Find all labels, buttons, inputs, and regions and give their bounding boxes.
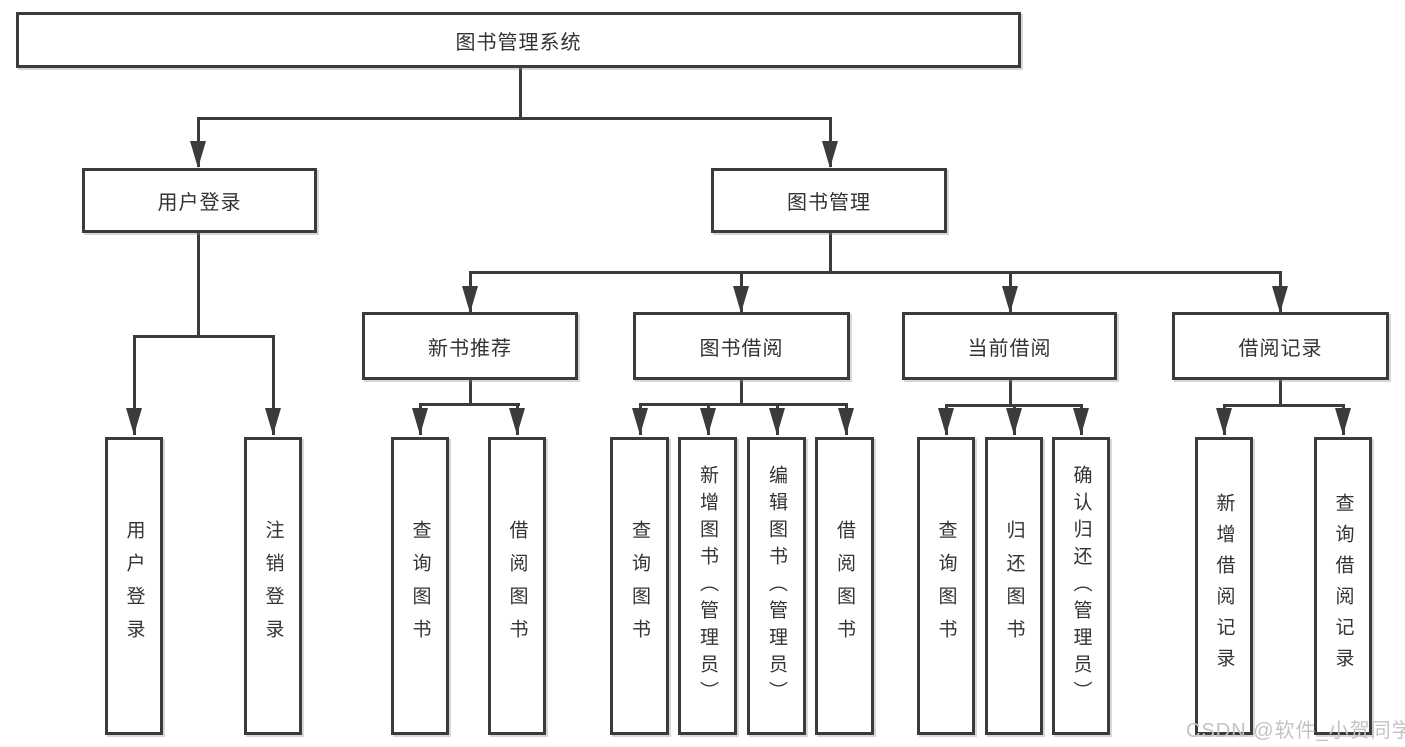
connector-level3 <box>468 271 1282 274</box>
arrow-down-icon <box>733 286 749 313</box>
leaf-borrow-books: 借阅图书 <box>488 437 546 735</box>
leaf-return-books: 归还图书 <box>985 437 1043 735</box>
arrow-down-icon <box>632 408 648 435</box>
connector-module-down <box>1008 380 1012 407</box>
arrow-down-icon <box>938 408 954 435</box>
arrow-down-icon <box>1272 286 1288 313</box>
leaf-label: 用户登录 <box>123 520 145 652</box>
arrow-down-icon <box>126 408 142 435</box>
node-label: 用户登录 <box>157 192 242 214</box>
leaf-label: 归还图书 <box>1003 520 1025 652</box>
leaf-user-login: 用户登录 <box>105 437 163 735</box>
arrow-down-icon <box>412 408 428 435</box>
leaf-label: 编辑图书（管理员） <box>766 464 787 708</box>
leaf-query-books: 查询图书 <box>391 437 449 735</box>
connector-drop <box>271 335 275 435</box>
connector-root-down <box>518 66 522 119</box>
arrow-down-icon <box>1002 286 1018 313</box>
leaf-label: 查询借阅记录 <box>1332 493 1354 679</box>
node-current-borrow: 当前借阅 <box>902 312 1117 380</box>
node-book-management: 图书管理 <box>711 168 947 233</box>
connector-login-children <box>132 335 275 338</box>
leaf-label: 确认归还（管理员） <box>1070 464 1092 708</box>
arrow-down-icon <box>1006 408 1022 435</box>
node-new-book-recommend: 新书推荐 <box>362 312 578 380</box>
leaf-add-books-admin: 新增图书（管理员） <box>678 437 737 735</box>
connector-module-children <box>1222 404 1345 407</box>
connector-module-down <box>1278 380 1282 407</box>
node-label: 图书借阅 <box>699 337 784 360</box>
arrow-down-icon <box>509 408 525 435</box>
connector-module-down <box>468 380 472 406</box>
node-borrow-records: 借阅记录 <box>1172 312 1389 380</box>
leaf-logout: 注销登录 <box>244 437 302 735</box>
leaf-borrow-books: 借阅图书 <box>815 437 874 735</box>
node-label: 图书管理系统 <box>455 31 582 54</box>
node-label: 图书管理 <box>787 192 871 214</box>
leaf-label: 注销登录 <box>262 520 284 652</box>
node-user-login: 用户登录 <box>82 168 317 233</box>
arrow-down-icon <box>1335 408 1351 435</box>
connector-module-children <box>418 403 520 406</box>
leaf-label: 新增图书（管理员） <box>697 464 718 708</box>
arrow-down-icon <box>769 408 785 435</box>
node-book-borrow: 图书借阅 <box>633 312 850 380</box>
leaf-query-books: 查询图书 <box>917 437 975 735</box>
leaf-query-borrow-record: 查询借阅记录 <box>1314 437 1372 735</box>
arrow-down-icon <box>1216 408 1232 435</box>
node-root: 图书管理系统 <box>16 12 1021 68</box>
arrow-down-icon <box>700 408 716 435</box>
connector-level2 <box>196 117 832 120</box>
connector-module-down <box>739 380 743 406</box>
leaf-query-books: 查询图书 <box>610 437 669 735</box>
connector-manage-down <box>828 233 832 273</box>
arrow-down-icon <box>822 141 838 168</box>
arrow-down-icon <box>838 408 854 435</box>
leaf-label: 借阅图书 <box>506 520 528 652</box>
connector-module-children <box>638 403 848 406</box>
leaf-label: 查询图书 <box>629 520 650 652</box>
leaf-add-borrow-record: 新增借阅记录 <box>1195 437 1253 735</box>
leaf-label: 查询图书 <box>935 520 957 652</box>
arrow-down-icon <box>462 286 478 313</box>
arrow-down-icon <box>265 408 281 435</box>
leaf-label: 借阅图书 <box>834 520 855 652</box>
leaf-edit-books-admin: 编辑图书（管理员） <box>747 437 806 735</box>
leaf-label: 查询图书 <box>409 520 431 652</box>
arrow-down-icon <box>190 141 206 168</box>
leaf-confirm-return-admin: 确认归还（管理员） <box>1052 437 1110 735</box>
leaf-label: 新增借阅记录 <box>1213 493 1235 679</box>
node-label: 借阅记录 <box>1238 337 1323 360</box>
node-label: 当前借阅 <box>967 337 1052 360</box>
node-label: 新书推荐 <box>428 337 512 360</box>
csdn-watermark: CSDN @软件_小贺同学 <box>1186 720 1405 742</box>
connector-drop <box>132 335 136 435</box>
connector-login-down <box>196 233 200 338</box>
arrow-down-icon <box>1073 408 1089 435</box>
